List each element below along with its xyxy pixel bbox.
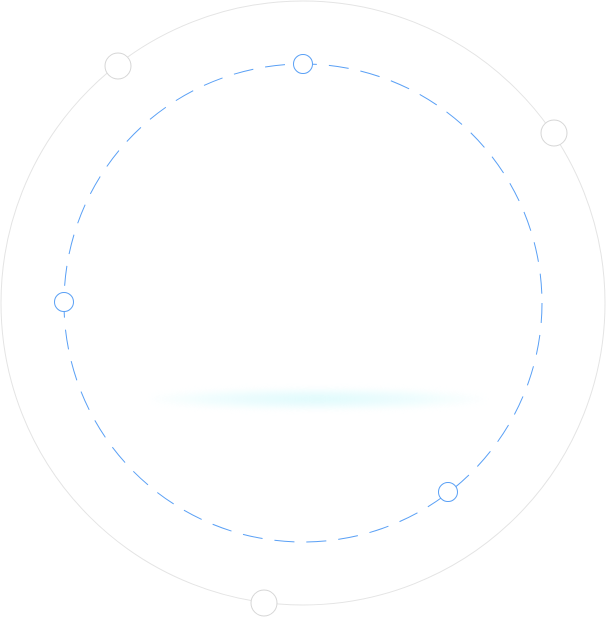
inner-node (293, 54, 313, 74)
outer-node (250, 589, 278, 617)
outer-node (540, 119, 568, 147)
inner-node (438, 482, 458, 502)
outer-node (104, 52, 132, 80)
glow-bar (150, 388, 485, 410)
inner-dashed-ring (63, 63, 543, 543)
inner-node (54, 292, 74, 312)
